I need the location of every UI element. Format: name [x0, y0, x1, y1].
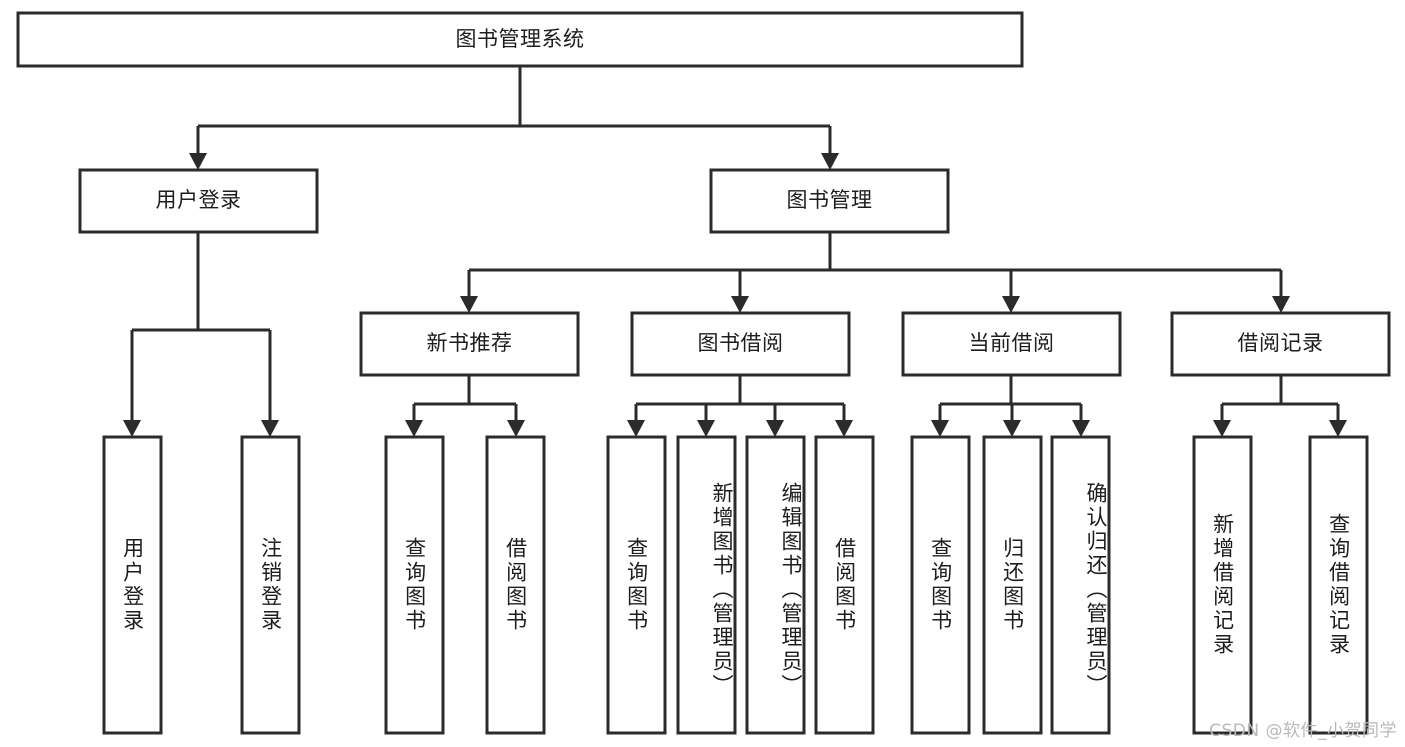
arrow-head-leaf-query-record [1329, 420, 1347, 437]
arrow-head-leaf-user-login [123, 420, 141, 437]
node-box-leaf-user-login[interactable] [102, 435, 163, 735]
arrow-head-borrow-records [1272, 296, 1290, 313]
node-box-leaf-add-record[interactable] [1192, 435, 1253, 735]
node-box-leaf-query-book-3[interactable] [910, 435, 971, 735]
node-box-book-manage[interactable] [709, 168, 950, 234]
node-box-leaf-edit-book[interactable] [745, 435, 806, 735]
arrow-head-current-borrow [1002, 296, 1020, 313]
arrow-head-leaf-logout [261, 420, 279, 437]
node-box-new-book-recommend[interactable] [359, 311, 580, 377]
node-box-book-borrow[interactable] [630, 311, 851, 377]
arrow-head-book-borrow [731, 296, 749, 313]
arrow-head-user-login [189, 153, 207, 170]
node-box-leaf-logout[interactable] [240, 435, 301, 735]
arrow-head-leaf-add-book [697, 420, 715, 437]
arrow-head-leaf-query-book-3 [931, 420, 949, 437]
connector-layer [123, 66, 1347, 437]
node-box-current-borrow[interactable] [901, 311, 1122, 377]
arrow-head-leaf-add-record [1213, 420, 1231, 437]
arrow-head-leaf-confirm-return [1072, 420, 1090, 437]
node-box-leaf-add-book[interactable] [676, 435, 737, 735]
arrow-head-leaf-return-book [1003, 420, 1021, 437]
node-box-leaf-query-book-1[interactable] [384, 435, 445, 735]
arrow-head-leaf-query-book-1 [405, 420, 423, 437]
arrow-head-leaf-borrow-book-2 [835, 420, 853, 437]
node-box-leaf-borrow-book-2[interactable] [814, 435, 875, 735]
node-box-leaf-confirm-return[interactable] [1050, 435, 1111, 735]
arrow-head-new-book-recommend [460, 296, 478, 313]
node-box-leaf-query-book-2[interactable] [606, 435, 667, 735]
arrow-head-leaf-borrow-book-1 [507, 420, 525, 437]
arrow-head-leaf-query-book-2 [627, 420, 645, 437]
node-box-user-login[interactable] [78, 168, 319, 234]
node-box-borrow-records[interactable] [1170, 311, 1391, 377]
node-box-leaf-borrow-book-1[interactable] [485, 435, 546, 735]
arrow-head-leaf-edit-book [766, 420, 784, 437]
node-box-leaf-query-record[interactable] [1308, 435, 1369, 735]
node-box-root[interactable] [16, 11, 1024, 68]
node-box-leaf-return-book[interactable] [982, 435, 1043, 735]
watermark-text: CSDN @软件_小贺同学 [1209, 721, 1397, 741]
arrow-head-book-manage [821, 153, 839, 170]
node-box-layer [16, 11, 1391, 735]
